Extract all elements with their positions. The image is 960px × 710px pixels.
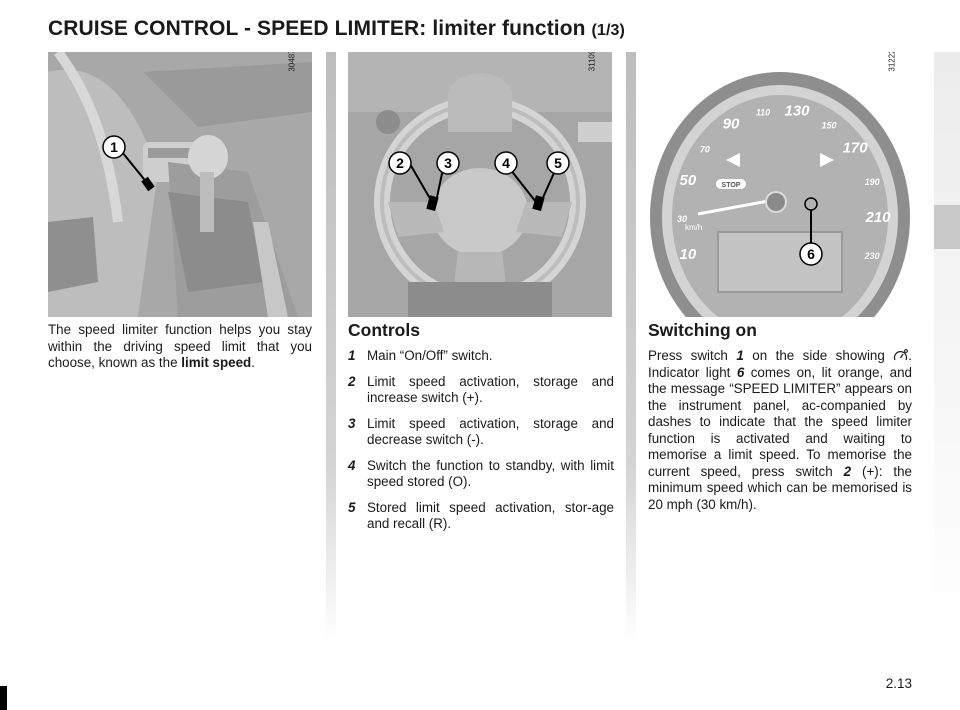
column-divider	[326, 52, 336, 642]
speedo-label: 170	[843, 140, 869, 157]
gear-console-illustration: 1	[48, 52, 312, 317]
stop-label: STOP	[722, 182, 741, 189]
speedo-label: 70	[700, 145, 710, 155]
switching-on-heading: Switching on	[648, 320, 757, 340]
callout-3: 3	[444, 155, 452, 171]
speedo-labels: 10 30 50 70 90 110 130 150 170 190 210 230	[677, 103, 891, 263]
column-divider	[626, 52, 636, 642]
speedo-label: 90	[723, 116, 740, 133]
page-title: CRUISE CONTROL - SPEED LIMITER: limiter …	[48, 17, 625, 40]
callout-2: 2	[396, 155, 404, 171]
page-title-part: (1/3)	[591, 22, 625, 39]
page-number: 2.13	[885, 676, 912, 691]
figure-steering-wheel: 2 3 4 5 31109	[348, 52, 612, 317]
chapter-tab	[934, 205, 960, 249]
speedo-label: 230	[864, 251, 880, 261]
figure-ref: 31109	[587, 52, 597, 72]
speedo-label: 210	[864, 209, 891, 226]
figure-ref: 30487	[287, 52, 297, 72]
speed-limiter-icon	[894, 349, 909, 361]
speedo-label: 130	[784, 103, 810, 120]
callout-4: 4	[502, 155, 510, 171]
speedometer-illustration: 10 30 50 70 90 110 130 150 170 190 210 230 km/h STO…	[648, 52, 912, 317]
speed-unit: km/h	[685, 223, 702, 232]
corner-mark	[0, 686, 7, 710]
intro-paragraph: The speed limiter function helps you sta…	[48, 322, 312, 370]
steering-wheel-illustration: 2 3 4 5	[348, 52, 612, 317]
switching-on-paragraph: Press switch 1 on the side showing . Ind…	[648, 348, 912, 512]
limit-speed-term: limit speed	[181, 355, 252, 370]
controls-heading: Controls	[348, 320, 420, 340]
figure-ref: 31222	[887, 52, 897, 72]
figure-speedometer: 10 30 50 70 90 110 130 150 170 190 210 230 km/h STO…	[648, 52, 912, 317]
speedo-label: 190	[865, 177, 880, 187]
speedo-label: 30	[677, 214, 687, 224]
callout-6: 6	[807, 246, 815, 262]
side-margin	[934, 52, 960, 642]
speedo-label: 10	[680, 246, 697, 263]
callout-5: 5	[554, 155, 562, 171]
speedo-label: 150	[821, 121, 836, 131]
figure-gear-console: 1 30487	[48, 52, 312, 317]
speedo-label: 110	[756, 108, 770, 118]
speedo-label: 50	[680, 172, 697, 189]
callout-1: 1	[110, 139, 118, 155]
